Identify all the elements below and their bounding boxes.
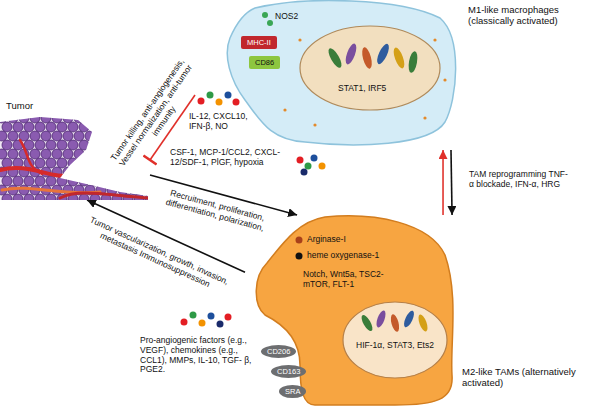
factor-list: Pro-angiogenic factors (e.g., VEGF), che… <box>140 336 256 375</box>
connector <box>451 150 452 215</box>
cytokine-dot <box>207 92 214 99</box>
marker-label: CD86 <box>255 57 274 68</box>
node-text: NOS2 <box>275 12 315 22</box>
granule <box>423 116 426 119</box>
chromatin <box>402 309 416 328</box>
granule <box>433 38 436 41</box>
granule <box>283 108 286 111</box>
cytokine-dot <box>225 92 232 99</box>
factor-dot <box>225 314 232 321</box>
enzyme-dot <box>262 12 268 18</box>
factor-dot <box>181 319 188 326</box>
nucleus <box>300 26 440 110</box>
factor-list: CSF-1, MCP-1/CCL2, CXCL-12/SDF-1, PlGF, … <box>170 148 292 168</box>
factor-list: IL-12, CXCL10, IFN-β, NO <box>189 112 253 132</box>
factor-dot <box>217 321 224 328</box>
factor-dot <box>190 312 197 319</box>
cell-membrane <box>227 1 455 145</box>
m1-secreted-dots <box>198 92 240 106</box>
factor-dot <box>297 157 304 164</box>
receptor: SRA <box>279 385 306 398</box>
receptor: CD163 <box>271 365 306 378</box>
chromatin <box>375 309 388 328</box>
node-text: heme oxygenase-1 <box>307 251 397 261</box>
factor-dot <box>319 163 326 170</box>
receptor: CD206 <box>261 345 296 358</box>
enzyme-dot <box>296 253 303 260</box>
chromatin <box>360 46 373 69</box>
surface-marker: MHC-II <box>241 36 277 49</box>
cytokine-dot <box>233 99 240 106</box>
cell-membrane <box>256 216 453 405</box>
chromatin <box>343 42 358 65</box>
nucleus <box>343 302 447 378</box>
node-heading: M1-like macrophages (classically activat… <box>468 5 596 27</box>
factor-dot <box>301 169 308 176</box>
edge-label: Tumor vascularization, growth, invasion,… <box>80 214 234 298</box>
node-heading: Tumor <box>6 101 46 112</box>
m1-macrophage: MHC-IICD86M1-like macrophages (classical… <box>195 0 460 150</box>
factor-dot <box>199 320 206 327</box>
node-text: Notch, Wnt5a, TSC2-mTOR, FLT-1 <box>303 270 407 290</box>
marker-label: CD206 <box>267 346 290 357</box>
node-text: HIF-1α, STAT3, Ets2 <box>347 341 443 351</box>
enzyme-dot <box>267 20 273 26</box>
granule <box>313 123 316 126</box>
connector <box>442 150 444 215</box>
cytokine-dot <box>216 99 223 106</box>
m2-macrophage: CD206CD163SRAM2-like TAMs (alternatively… <box>245 215 455 406</box>
marker-label: SRA <box>285 386 300 397</box>
m2-secreted-dots <box>181 312 232 328</box>
factor-dot <box>305 163 312 170</box>
edge-label: Recruitment, proliferation, differentiat… <box>148 184 284 239</box>
node-heading: M2-like TAMs (alternatively activated) <box>462 367 596 389</box>
node-text: Arginase-I <box>307 235 387 245</box>
marker-label: MHC-II <box>247 37 271 48</box>
enzyme-dot <box>296 237 303 244</box>
marker-label: CD163 <box>277 366 300 377</box>
m2-macrophage-shape <box>245 215 455 406</box>
tumor-secreted-dots <box>297 155 326 176</box>
chromatin <box>391 46 406 69</box>
factor-dot <box>208 313 215 320</box>
chromatin <box>389 313 400 332</box>
chromatin <box>417 313 430 332</box>
chromatin <box>359 313 374 332</box>
surface-marker: CD86 <box>249 56 280 69</box>
node-text: STAT1, IRF5 <box>338 84 402 94</box>
chromatin <box>407 50 419 73</box>
factor-dot <box>311 155 318 162</box>
granule <box>443 78 446 81</box>
edge-label: TAM reprogramming TNF-α blockade, IFN-α,… <box>469 170 569 190</box>
cytokine-dot <box>198 98 205 105</box>
granule <box>298 38 301 41</box>
chromatin <box>375 42 392 65</box>
m1-macrophage-shape <box>195 0 460 150</box>
chromatin <box>326 46 344 69</box>
